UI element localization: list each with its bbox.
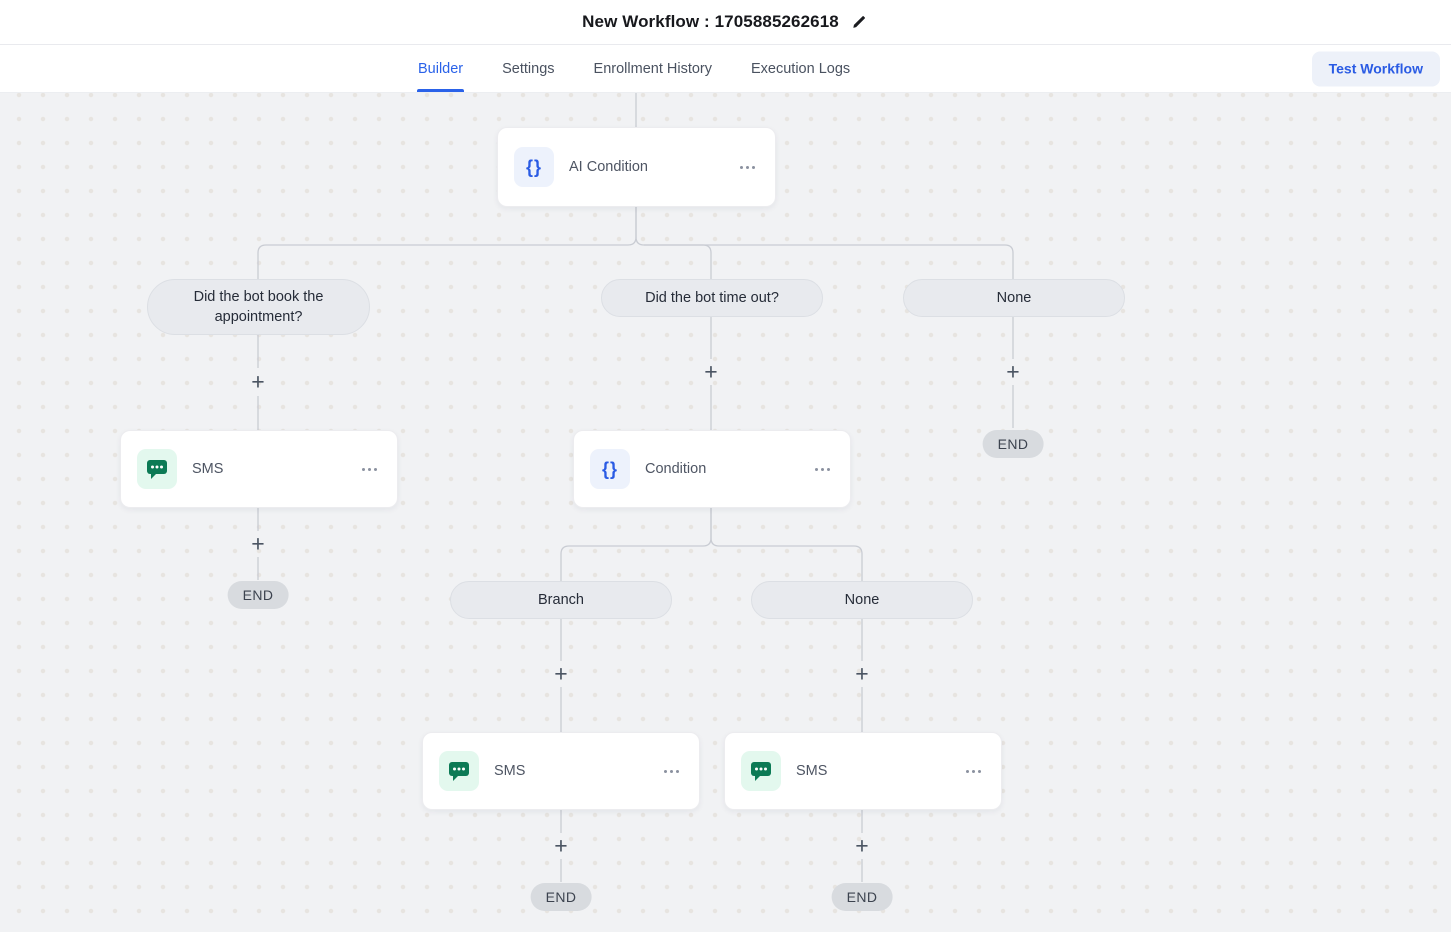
add-step-button[interactable]: + (851, 662, 872, 686)
tab-execution-logs[interactable]: Execution Logs (750, 45, 851, 92)
node-menu-button[interactable] (736, 162, 759, 173)
node-label: SMS (192, 461, 224, 477)
add-step-button[interactable]: + (247, 532, 268, 556)
edit-title-button[interactable] (849, 12, 869, 32)
tab-builder[interactable]: Builder (417, 45, 465, 92)
end-marker: END (831, 883, 893, 911)
end-marker: END (227, 581, 289, 609)
sms-chat-icon (439, 751, 479, 791)
pencil-icon (851, 14, 867, 30)
add-step-button[interactable]: + (1002, 360, 1023, 384)
branch-pill-none-mid[interactable]: None (751, 581, 973, 619)
branch-pill-time-out[interactable]: Did the bot time out? (601, 279, 823, 317)
braces-glyph: {} (525, 156, 542, 177)
node-sms-branch[interactable]: SMS (422, 732, 700, 810)
tab-enrollment-history[interactable]: Enrollment History (593, 45, 713, 92)
node-label: Condition (645, 461, 707, 477)
end-marker: END (982, 430, 1044, 458)
add-step-button[interactable]: + (700, 360, 721, 384)
page-title: New Workflow : 1705885262618 (582, 12, 839, 31)
node-condition[interactable]: {} Condition (573, 430, 851, 508)
tab-settings[interactable]: Settings (501, 45, 555, 92)
branch-pill-book-appointment[interactable]: Did the bot book the appointment? (147, 279, 370, 335)
add-step-button[interactable]: + (550, 834, 571, 858)
sms-chat-icon (137, 449, 177, 489)
braces-glyph: {} (601, 458, 618, 479)
braces-icon: {} (514, 147, 554, 187)
branch-pill-none-top[interactable]: None (903, 279, 1125, 317)
node-label: AI Condition (569, 159, 648, 175)
tab-bar: Builder Settings Enrollment History Exec… (0, 45, 1451, 93)
add-step-button[interactable]: + (247, 370, 268, 394)
node-menu-button[interactable] (660, 766, 683, 777)
node-label: SMS (796, 763, 828, 779)
node-menu-button[interactable] (358, 464, 381, 475)
braces-icon: {} (590, 449, 630, 489)
node-menu-button[interactable] (962, 766, 985, 777)
node-menu-button[interactable] (811, 464, 834, 475)
tab-group: Builder Settings Enrollment History Exec… (417, 45, 851, 92)
node-label: SMS (494, 763, 526, 779)
add-step-button[interactable]: + (550, 662, 571, 686)
node-ai-condition[interactable]: {} AI Condition (497, 127, 776, 207)
workflow-canvas[interactable]: {} AI Condition Did the bot book the app… (0, 93, 1451, 932)
add-step-button[interactable]: + (851, 834, 872, 858)
test-workflow-button[interactable]: Test Workflow (1311, 51, 1440, 86)
title-bar: New Workflow : 1705885262618 (0, 0, 1451, 45)
end-marker: END (530, 883, 592, 911)
node-sms-none[interactable]: SMS (724, 732, 1002, 810)
branch-pill-branch[interactable]: Branch (450, 581, 672, 619)
node-sms-left[interactable]: SMS (120, 430, 398, 508)
sms-chat-icon (741, 751, 781, 791)
